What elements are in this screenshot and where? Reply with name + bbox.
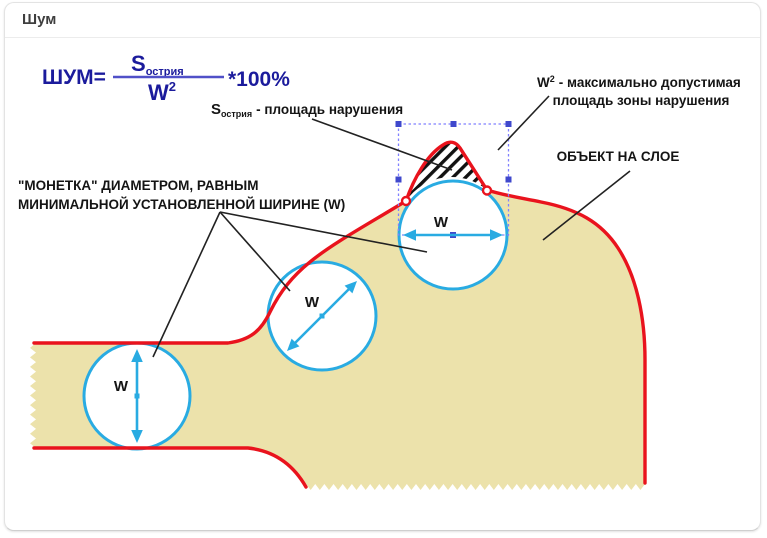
pointer-zone xyxy=(497,95,550,151)
formula-rhs: *100% xyxy=(228,68,290,91)
pointer-coin-bottom xyxy=(152,211,221,358)
card-title: Шум xyxy=(5,3,760,38)
label-spike-area: Sострия- площадь нарушения xyxy=(211,101,403,119)
label-coin-line2: МИНИМАЛЬНОЙ УСТАНОВЛЕННОЙ ШИРИНЕ (W) xyxy=(18,197,345,212)
diameter-arrow-bottom xyxy=(131,349,143,443)
selection-handle-top-right xyxy=(505,121,512,127)
label-object-on-layer: ОБЪЕКТ НА СЛОЕ xyxy=(557,149,680,164)
selection-handle-top-left xyxy=(395,121,402,127)
formula-numerator: Sострия xyxy=(131,51,184,78)
diameter-arrow-top xyxy=(403,229,503,241)
spike-hatched-area xyxy=(406,142,487,201)
pointer-spike-area xyxy=(311,118,453,171)
label-coin-line1: "МОНЕТКА" ДИАМЕТРОМ, РАВНЫМ xyxy=(18,178,258,193)
object-contour-bottom xyxy=(32,446,308,489)
label-zone-line1: W2- максимально допустимая xyxy=(537,74,741,90)
w-label-top: W xyxy=(434,214,449,231)
noise-formula: ШУМ= Sострия W2 *100% xyxy=(42,51,290,105)
formula-denominator: W2 xyxy=(148,79,176,105)
selection-handle-top-center xyxy=(450,121,457,127)
w-label-middle: W xyxy=(305,294,320,311)
formula-lhs: ШУМ= xyxy=(42,66,106,89)
w-label-bottom: W xyxy=(114,378,129,395)
diameter-arrow-middle xyxy=(287,281,357,351)
pointer-coin-middle xyxy=(219,211,291,292)
pointer-coin-top xyxy=(219,211,428,253)
spike-vertex-left xyxy=(400,195,412,207)
spike-vertex-right xyxy=(481,185,493,196)
label-zone-line2: площадь зоны нарушения xyxy=(553,93,730,108)
selection-handle-mid-left xyxy=(395,176,402,183)
object-contour-top xyxy=(32,140,647,485)
selection-handle-mid-right xyxy=(505,176,512,183)
pointer-object xyxy=(542,170,631,241)
